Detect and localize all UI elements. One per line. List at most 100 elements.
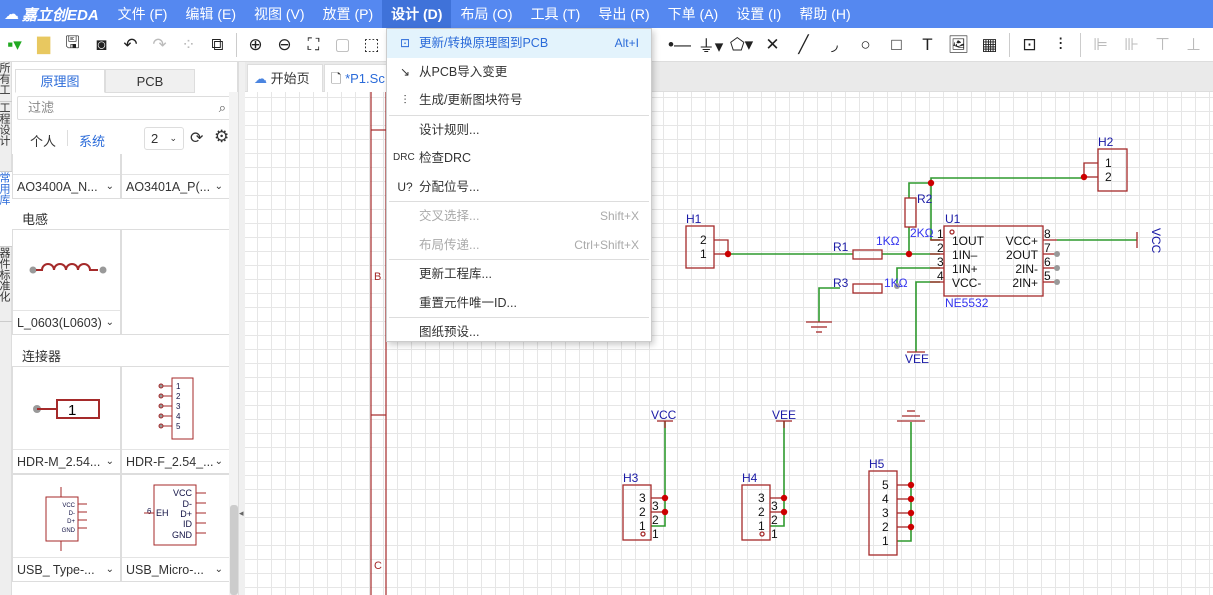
library-scrollbar[interactable] (229, 92, 238, 595)
table-icon[interactable]: ▦ (981, 34, 998, 54)
chevron-down-icon[interactable]: ⌄ (105, 317, 114, 328)
vtab-common-library[interactable]: 常用库 (0, 172, 12, 247)
circle-icon[interactable]: ○ (860, 34, 871, 54)
svg-text:1: 1 (176, 382, 181, 391)
part-card[interactable]: AO3400A_N...⌄ (12, 154, 121, 199)
ref-u1: U1 (945, 212, 961, 226)
zoom-out-icon[interactable]: ⊖ (277, 34, 292, 54)
scope-system[interactable]: 系统 (79, 134, 106, 149)
menu-help[interactable]: 帮助 (H) (799, 6, 851, 22)
chevron-down-icon[interactable]: ⌄ (214, 564, 223, 575)
select-area-icon[interactable]: ⬚ (363, 34, 380, 54)
search-icon[interactable]: ⌕ (218, 100, 226, 115)
part-card[interactable]: 1 HDR-M_2.54...⌄ (12, 366, 121, 474)
menu-layout[interactable]: 布局 (O) (460, 6, 513, 22)
block-symbol-icon[interactable]: ⫶ (1058, 34, 1063, 54)
menu-item-layout-transfer[interactable]: 布局传递...Ctrl+Shift+X (419, 237, 639, 252)
annotate-icon: U? (397, 179, 413, 194)
chevron-down-icon[interactable]: ⌄ (214, 456, 223, 467)
menu-settings[interactable]: 设置 (I) (736, 6, 782, 22)
align-right-icon[interactable]: ⊪ (1124, 34, 1139, 54)
menu-item-update-library[interactable]: 更新工程库... (419, 267, 492, 281)
chevron-down-icon[interactable]: ⌄ (105, 456, 114, 467)
columns-select[interactable]: 2⌄ (144, 127, 184, 150)
text-icon[interactable]: T (922, 34, 933, 54)
part-card[interactable]: L_0603(L0603)⌄ (12, 229, 121, 335)
vtab-project-design[interactable]: 工程设计 (0, 102, 12, 172)
update-pcb-icon[interactable]: ⊡ (1022, 34, 1037, 54)
vtab-all-projects[interactable]: 所有工程 (0, 62, 12, 102)
tab-schematic[interactable]: 原理图 (15, 69, 105, 93)
net-port-icon[interactable]: ⬠▾ (729, 34, 754, 54)
menu-item-design-rules[interactable]: 设计规则... (419, 122, 480, 137)
vtab-standardize[interactable]: 器件标准化 (0, 247, 12, 322)
part-card[interactable]: AO3401A_P(...⌄ (121, 154, 230, 199)
align-top-icon[interactable]: ⊤ (1155, 34, 1170, 54)
no-connect-icon[interactable]: ✕ (765, 34, 780, 54)
filter-input[interactable]: 过滤⌕ (17, 96, 233, 120)
menu-export[interactable]: 导出 (R) (598, 6, 650, 22)
panel-splitter[interactable]: ◂ (238, 62, 245, 595)
menu-item-annotate[interactable]: U?分配位号... (387, 173, 651, 202)
group-icon[interactable]: ⁘ (181, 34, 196, 54)
arc-icon[interactable]: ◞ (831, 34, 838, 54)
menu-item-sheet-presets[interactable]: 图纸预设... (419, 325, 480, 339)
scrollbar-thumb[interactable] (230, 505, 238, 595)
fit-view-icon[interactable]: ⛶ (307, 34, 320, 54)
undo-icon[interactable]: ↶ (123, 34, 138, 54)
chevron-down-icon[interactable]: ⌄ (214, 181, 223, 192)
menu-edit[interactable]: 编辑 (E) (185, 6, 236, 22)
save-version-icon[interactable]: ◙ (96, 34, 107, 54)
svg-text:1: 1 (639, 519, 646, 533)
value-r3: 1KΩ (884, 276, 908, 290)
redo-icon[interactable]: ↷ (152, 34, 167, 54)
menu-item-reset-unique-id[interactable]: 重置元件唯一ID... (419, 295, 517, 310)
schematic: BC H1 H2 R1 R2 R3 U1 H3 H4 H5 VCC VEE VE… (370, 92, 1163, 595)
menu-file[interactable]: 文件 (F) (117, 6, 168, 22)
menu-item-import-from-pcb[interactable]: ↘从PCB导入变更 (387, 58, 651, 87)
svg-text:GND: GND (172, 530, 193, 540)
tab-pcb[interactable]: PCB (105, 69, 195, 93)
ground-icon[interactable]: ⏚▾ (697, 37, 724, 56)
save-icon[interactable]: 🖫 (65, 33, 80, 52)
align-left-icon[interactable]: ⊫ (1093, 34, 1108, 54)
rectangle-icon[interactable]: □ (891, 34, 902, 54)
menu-view[interactable]: 视图 (V) (254, 6, 305, 22)
open-folder-icon[interactable]: ▇ (36, 34, 51, 54)
refresh-icon[interactable]: ⟳ (190, 130, 204, 147)
cloud-icon: ☁ (4, 6, 19, 23)
image-icon[interactable]: 🖼 (947, 34, 970, 54)
find-icon[interactable]: ⧉ (211, 34, 224, 54)
menu-order[interactable]: 下单 (A) (667, 6, 719, 22)
zoom-in-icon[interactable]: ⊕ (248, 34, 263, 54)
tab-start-page[interactable]: ☁ 开始页 (247, 64, 323, 92)
gear-icon[interactable]: ⚙ (214, 127, 230, 146)
svg-text:1: 1 (937, 227, 944, 241)
junction-icon[interactable]: •— (668, 34, 691, 54)
menu-item-cross-select[interactable]: 交叉选择...Shift+X (419, 209, 639, 223)
menu-design[interactable]: 设计 (D) (382, 0, 452, 28)
junctions (661, 173, 1088, 531)
align-bottom-icon[interactable]: ⊥ (1186, 34, 1201, 54)
line-icon[interactable]: ╱ (798, 34, 809, 54)
new-icon[interactable]: ▪▾ (7, 34, 22, 54)
scope-personal[interactable]: 个人 (30, 134, 57, 149)
menu-divider (389, 201, 649, 202)
menu-tools[interactable]: 工具 (T) (530, 6, 581, 22)
svg-text:3: 3 (771, 499, 778, 513)
menu-place[interactable]: 放置 (P) (322, 6, 374, 22)
zoom-selection-icon[interactable]: ▢ (334, 34, 351, 54)
net-vee: VEE (772, 408, 796, 422)
svg-text:5: 5 (176, 422, 181, 431)
svg-text:GND: GND (62, 528, 76, 534)
menu-item-block-symbol[interactable]: ⫶生成/更新图块符号 (387, 86, 651, 115)
chevron-down-icon[interactable]: ⌄ (105, 564, 114, 575)
chevron-down-icon[interactable]: ⌄ (105, 181, 114, 192)
collapse-icon[interactable]: ◂ (239, 508, 244, 518)
